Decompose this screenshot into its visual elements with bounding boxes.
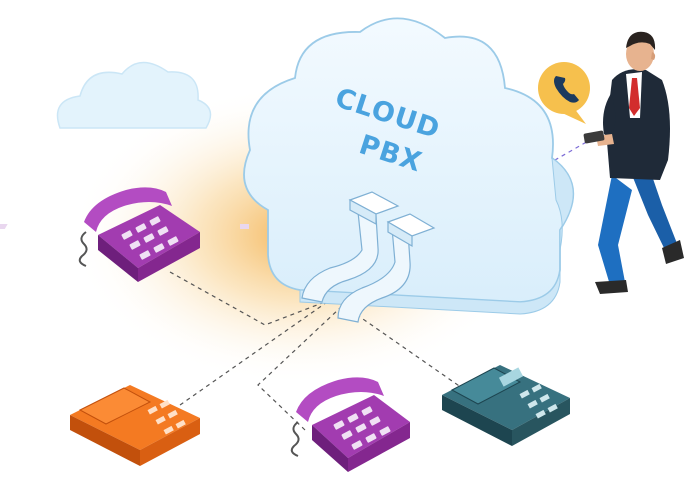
tie [629,78,640,116]
desk-phone-teal [442,365,570,446]
screen [498,367,524,387]
cord [290,421,300,457]
right-leg [632,170,678,250]
cloud-pbx: CLOUD PBX [243,17,575,315]
hair [626,31,656,50]
line-to-purple-phone-left [169,271,331,326]
keypad [147,399,186,435]
arm [603,92,616,140]
head [626,37,654,71]
keypad [333,406,391,450]
smartphone-icon [583,130,605,144]
small-cloud-icon [56,61,212,129]
handset [78,387,152,425]
person-with-smartphone [583,31,684,294]
right-shoe [662,240,684,264]
desk-phone-purple-bottom [290,377,410,472]
cord [78,231,88,267]
ribbon-cables [301,191,436,323]
keypad [121,216,179,260]
left-leg [598,175,632,285]
connector-right-side [387,220,413,248]
desk-phone-purple-left [0,187,249,282]
handset [296,377,384,422]
desk-phone-orange [70,385,200,466]
jacket [606,69,670,180]
left-shoe [595,280,628,294]
ear [651,52,656,60]
line-to-purple-phone-bottom [257,307,341,431]
handset [84,187,172,232]
cable-left [301,211,379,303]
cable-right [337,227,411,323]
connector-left-side [349,198,377,226]
line-to-orange-phone [179,299,331,406]
phone-call-icon [538,62,590,124]
keypad [519,383,558,419]
